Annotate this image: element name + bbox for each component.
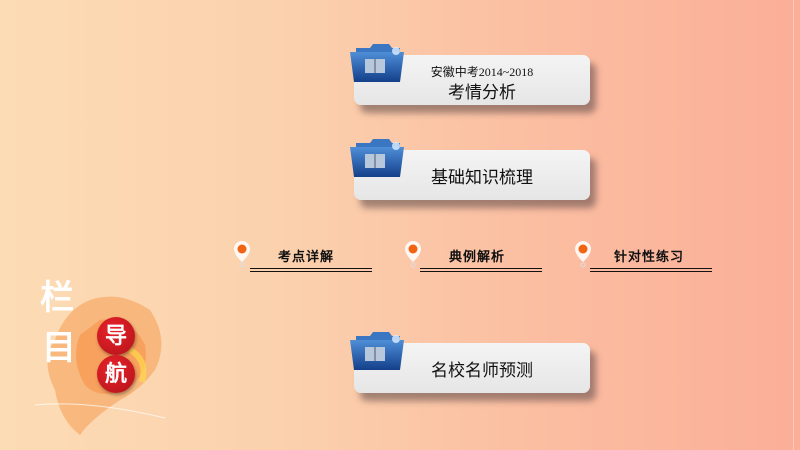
card-title: 基础知识梳理 [431, 168, 533, 187]
sub-item-practice[interactable]: 针对性练习 [614, 249, 685, 264]
divider [420, 268, 542, 272]
divider [590, 268, 712, 272]
title-badge: 航 [97, 355, 135, 393]
book-folder-icon [350, 44, 404, 82]
title-char: 栏 [40, 278, 74, 318]
card-subtitle: 安徽中考2014~2018 [430, 65, 534, 79]
location-pin-icon [575, 241, 591, 268]
divider [250, 268, 372, 272]
sub-item-example-analysis[interactable]: 典例解析 [449, 249, 506, 264]
title-char: 目 [42, 328, 76, 368]
location-pin-icon [234, 241, 250, 268]
card-title: 名校名师预测 [431, 361, 533, 380]
book-folder-icon [350, 139, 404, 177]
edge-line [793, 0, 794, 450]
card-title: 考情分析 [448, 83, 516, 102]
book-folder-icon [350, 332, 404, 370]
sub-item-exam-points[interactable]: 考点详解 [278, 249, 335, 264]
location-pin-icon [405, 241, 421, 268]
title-badge: 导 [97, 317, 135, 355]
